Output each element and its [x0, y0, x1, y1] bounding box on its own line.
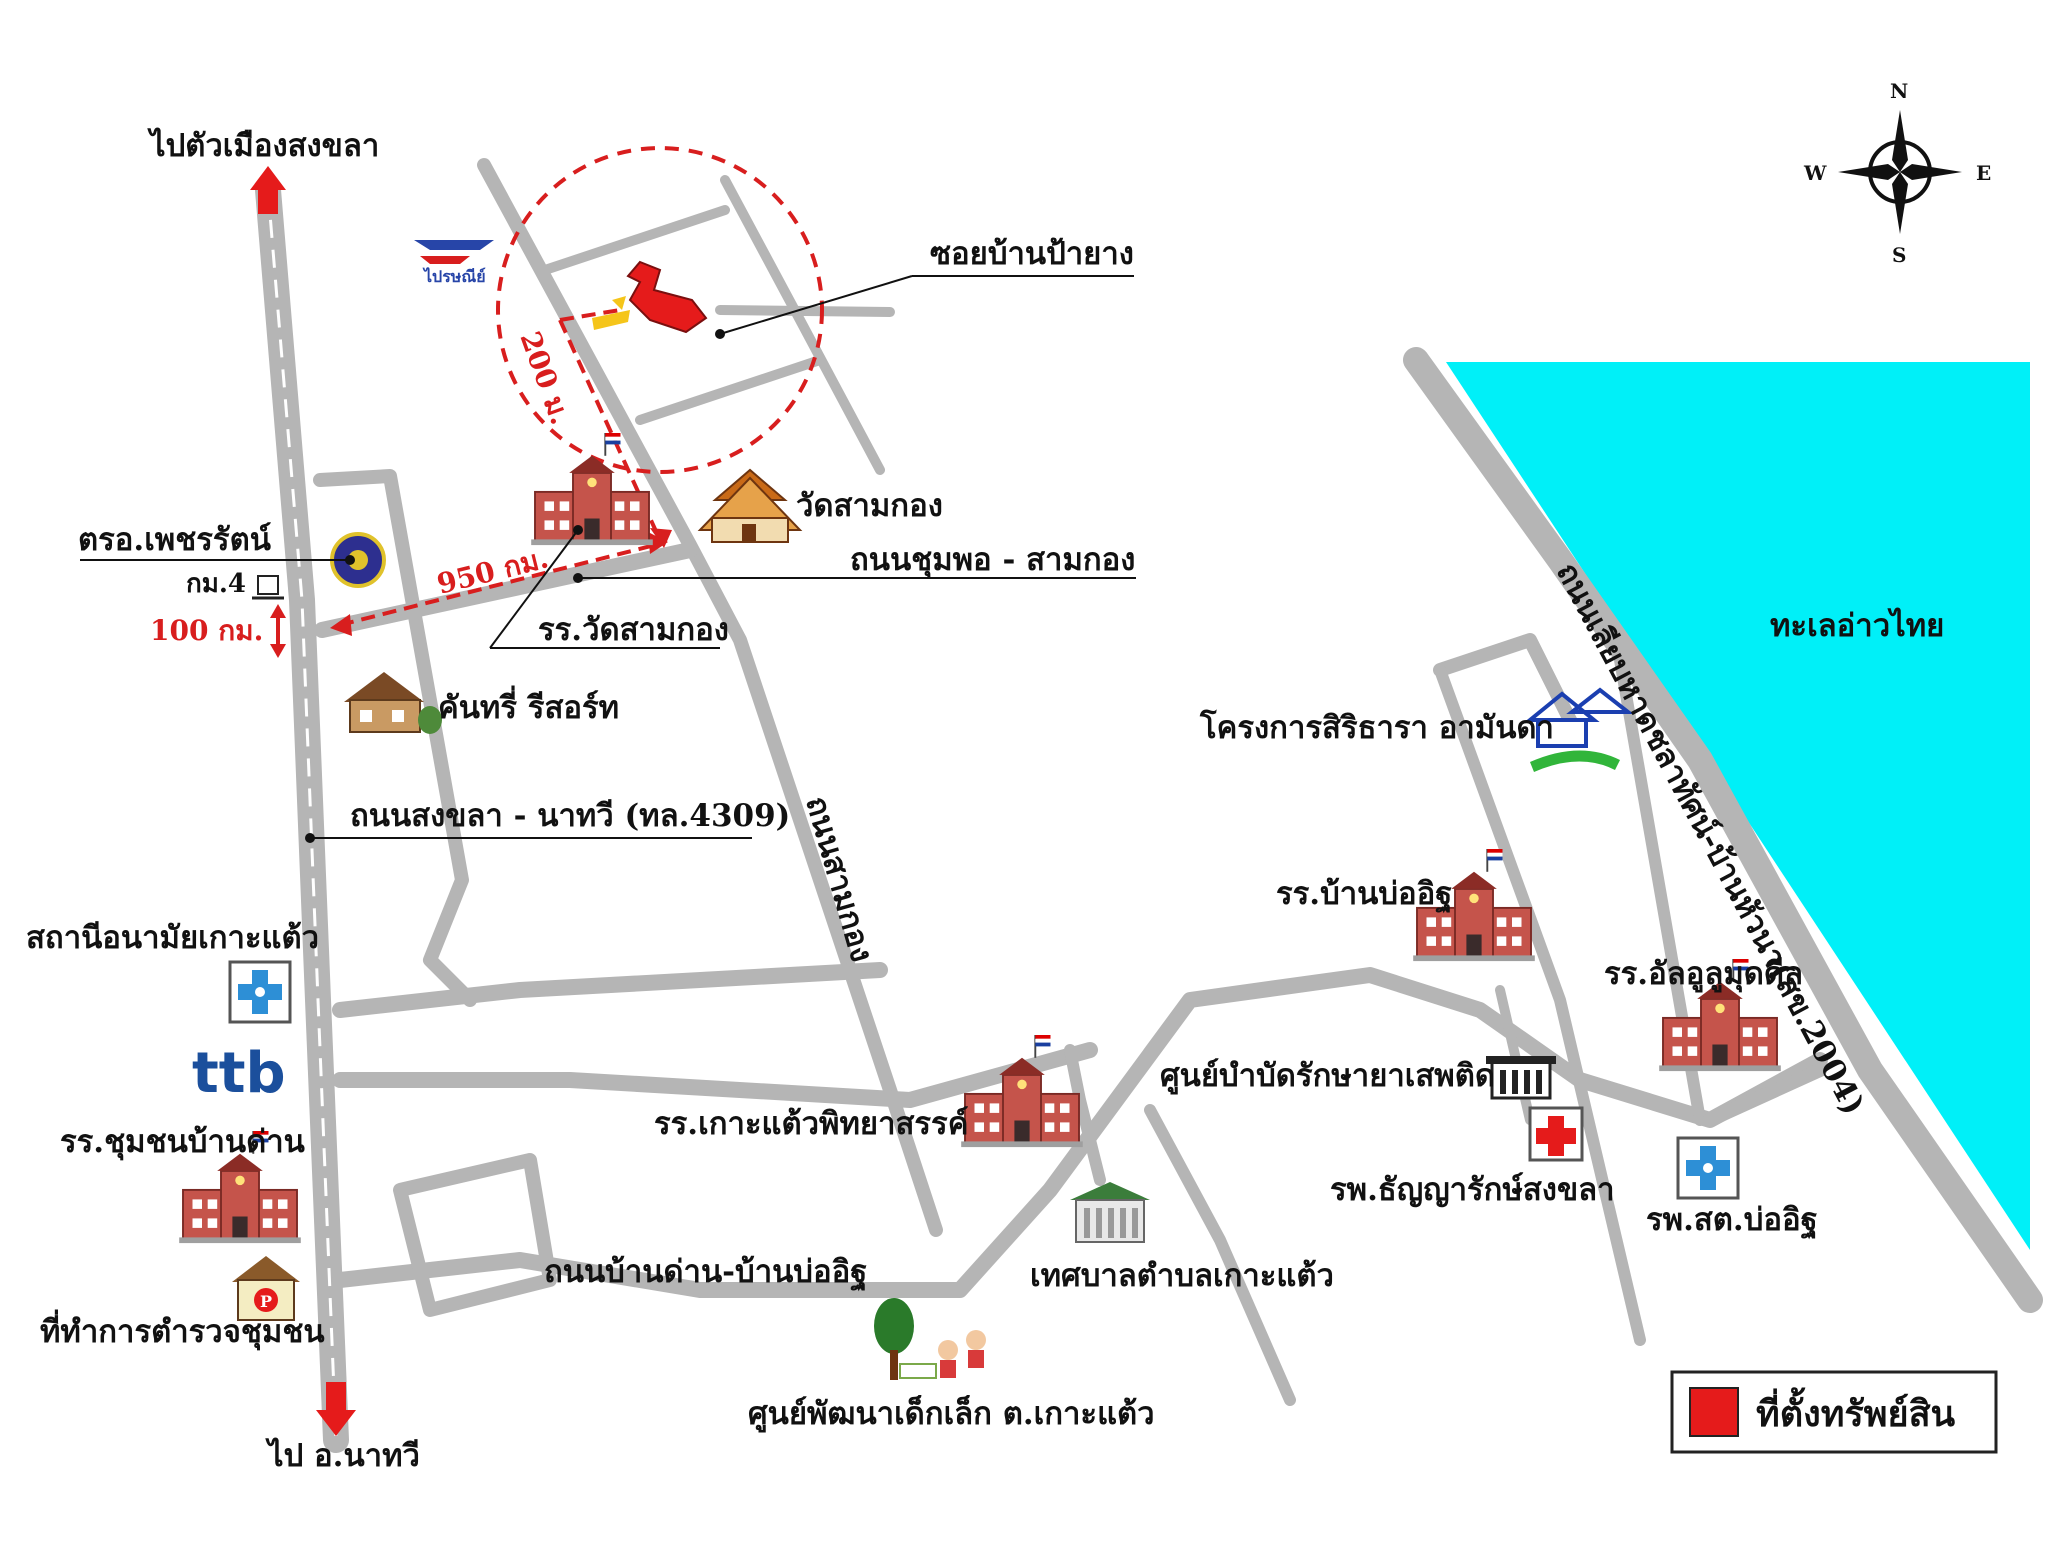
- label-police-station: ตรอ.เพชรรัตน์: [78, 522, 271, 558]
- compass-south: S: [1892, 243, 1906, 267]
- label-distance-200: 200 ม.: [513, 327, 577, 429]
- health-station-icon: [228, 960, 292, 1024]
- label-bo-it-health: รพ.สต.บ่ออิฐ: [1646, 1202, 1818, 1240]
- label-country-resort: คันทรี่ รีสอร์ท: [438, 685, 619, 726]
- label-alulum-school: รร.อัลอูลูมุดดีล: [1604, 956, 1803, 993]
- municipality-icon: [1070, 1182, 1150, 1243]
- label-municipality: เทศบาลตำบลเกาะแต้ว: [1030, 1258, 1334, 1294]
- label-chum-pho-sam-kong-road: ถนนชุมพอ - สามกอง: [850, 542, 1135, 579]
- drug-center-icon: [1486, 1056, 1556, 1100]
- label-to-songkhla-city: ไปตัวเมืองสงขลา: [147, 127, 379, 164]
- resort-house-icon: [344, 672, 442, 734]
- legend-property-label: ที่ตั้งทรัพย์สิน: [1756, 1387, 1956, 1435]
- compass-east: E: [1976, 161, 1991, 185]
- label-soi-ban-pa-yang: ซอยบ้านป้ายาง: [930, 236, 1134, 272]
- compass-rose-icon: N S E W: [1803, 79, 1991, 267]
- road-network: [255, 158, 2043, 1453]
- label-drug-center: ศูนย์บำบัดรักษายาเสพติด: [1160, 1058, 1495, 1095]
- svg-text:P: P: [260, 1292, 272, 1311]
- south-arrow-marker: [316, 1382, 356, 1436]
- label-community-police: ที่ทำการตำรวจชุมชน: [40, 1309, 325, 1351]
- label-health-station: สถานีอนามัยเกาะแต้ว: [26, 920, 319, 956]
- label-songkhla-nathawi-road: ถนนสงขลา - นาทวี (ทล.4309): [350, 798, 790, 834]
- north-arrow-marker: [250, 166, 286, 214]
- ttb-bank-logo: ttb: [192, 1041, 286, 1106]
- svg-text:ttb: ttb: [192, 1041, 286, 1106]
- label-child-center: ศูนย์พัฒนาเด็กเล็ก ต.เกาะแต้ว: [748, 1394, 1155, 1433]
- label-ban-dan-school: รร.ชุมชนบ้านด่าน: [60, 1124, 305, 1161]
- label-kotaeo-school: รร.เกาะแต้วพิทยาสรรค์: [654, 1106, 968, 1142]
- community-police-icon: P: [232, 1256, 300, 1321]
- label-ban-dan-bo-it-road: ถนนบ้านด่าน-บ้านบ่ออิฐ: [544, 1254, 867, 1292]
- km-marker-icon: [252, 575, 284, 600]
- label-ban-bo-it-school: รร.บ้านบ่ออิฐ: [1276, 876, 1452, 914]
- hospital-icon: [1528, 1106, 1584, 1162]
- leader-lines: [80, 275, 1136, 843]
- label-km4: กม.4: [186, 569, 246, 599]
- child-center-icon: [874, 1298, 986, 1380]
- radius-circle: [496, 146, 824, 474]
- compass-west: W: [1803, 161, 1827, 185]
- label-sirichara-project: โครงการสิริธารา อามันดา: [1199, 709, 1554, 746]
- property-marker: [592, 260, 708, 334]
- label-distance-100: 100 กม.: [150, 614, 263, 647]
- label-sam-kong-road: ถนนสามกอง: [798, 792, 880, 966]
- label-gulf-of-thailand: ทะเลอ่าวไทย: [1770, 607, 1944, 644]
- map-legend: ที่ตั้งทรัพย์สิน: [1670, 1370, 1998, 1454]
- label-thanyarak-hospital: รพ.ธัญญารักษ์สงขลา: [1330, 1172, 1615, 1208]
- post-office-logo: ไปรษณีย์: [414, 240, 494, 286]
- label-wat-sam-kong: วัดสามกอง: [796, 488, 943, 524]
- label-wat-sam-kong-school: รร.วัดสามกอง: [538, 612, 729, 648]
- bo-it-health-icon: [1676, 1136, 1740, 1200]
- housing-project-icon: [1524, 687, 1634, 772]
- temple-icon: [697, 468, 803, 543]
- post-logo-text: ไปรษณีย์: [422, 267, 486, 286]
- compass-north: N: [1890, 79, 1908, 103]
- label-to-nathawi: ไป อ.นาทวี: [265, 1437, 420, 1474]
